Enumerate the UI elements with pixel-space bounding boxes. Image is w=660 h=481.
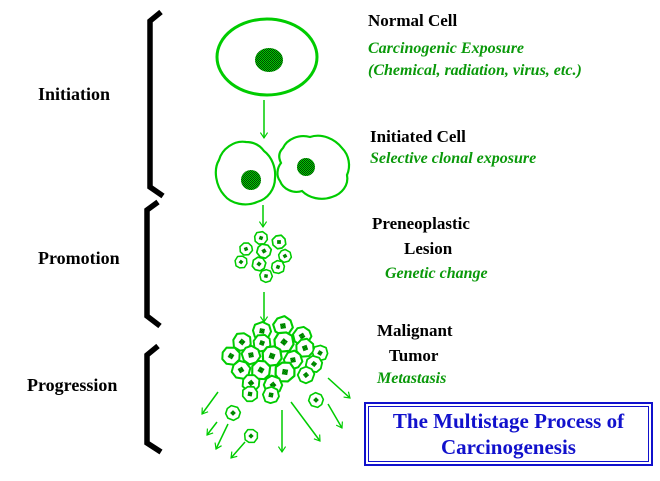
normal-cell-nucleus xyxy=(255,48,283,72)
lesion-cell xyxy=(271,234,287,250)
selective-clonal-note: Selective clonal exposure xyxy=(370,150,537,167)
metastasis-arrow-icon xyxy=(206,421,218,436)
metastasis-arrow-icon xyxy=(327,377,351,399)
stage-label-initiation: Initiation xyxy=(38,84,111,104)
normal-cell-title: Normal Cell xyxy=(368,11,458,30)
normal-cell-drawing xyxy=(215,17,319,97)
progression-bracket xyxy=(144,343,163,455)
stage-label-promotion: Promotion xyxy=(38,248,120,268)
initiated-left-nucleus xyxy=(241,170,261,190)
initiated-right-nucleus xyxy=(297,158,315,176)
lesion-cell xyxy=(231,252,251,272)
metastasis-arrow-icon xyxy=(214,423,229,450)
genetic-change-note: Genetic change xyxy=(385,265,488,282)
metastasis-note: Metastasis xyxy=(377,370,447,387)
malignant-title-line2: Tumor xyxy=(389,346,439,365)
lesion-cell xyxy=(237,240,255,258)
metastatic-cell xyxy=(222,402,244,424)
slide-title-line1: The Multistage Process of xyxy=(392,409,625,433)
stage-label-progression: Progression xyxy=(27,375,118,395)
preneoplastic-lesion-drawing xyxy=(231,228,295,285)
title-box: The Multistage Process of Carcinogenesis xyxy=(364,402,653,466)
carcinogenic-exposure-note: Carcinogenic Exposure xyxy=(368,40,525,57)
malignant-tumor-drawing xyxy=(217,314,332,406)
title-box-inner: The Multistage Process of Carcinogenesis xyxy=(368,406,649,462)
metastasis-arrow-icon xyxy=(290,401,321,442)
slide-title-line2: Carcinogenesis xyxy=(441,435,576,459)
carcinogen-examples-note: (Chemical, radiation, virus, etc.) xyxy=(368,62,582,79)
initiated-cell-title: Initiated Cell xyxy=(370,127,466,146)
metastatic-cell xyxy=(305,389,327,411)
initiated-cells-drawing xyxy=(214,134,351,206)
metastasis-arrow-icon xyxy=(230,441,246,459)
metastasis-arrow-icon xyxy=(327,403,343,429)
preneoplastic-title-line2: Lesion xyxy=(404,239,453,258)
metastasis-arrows xyxy=(201,377,351,459)
promotion-bracket xyxy=(144,199,162,329)
malignant-title-line1: Malignant xyxy=(377,321,453,340)
initiation-bracket xyxy=(147,9,165,199)
metastasis-arrow-icon xyxy=(201,391,219,415)
preneoplastic-title-line1: Preneoplastic xyxy=(372,214,470,233)
